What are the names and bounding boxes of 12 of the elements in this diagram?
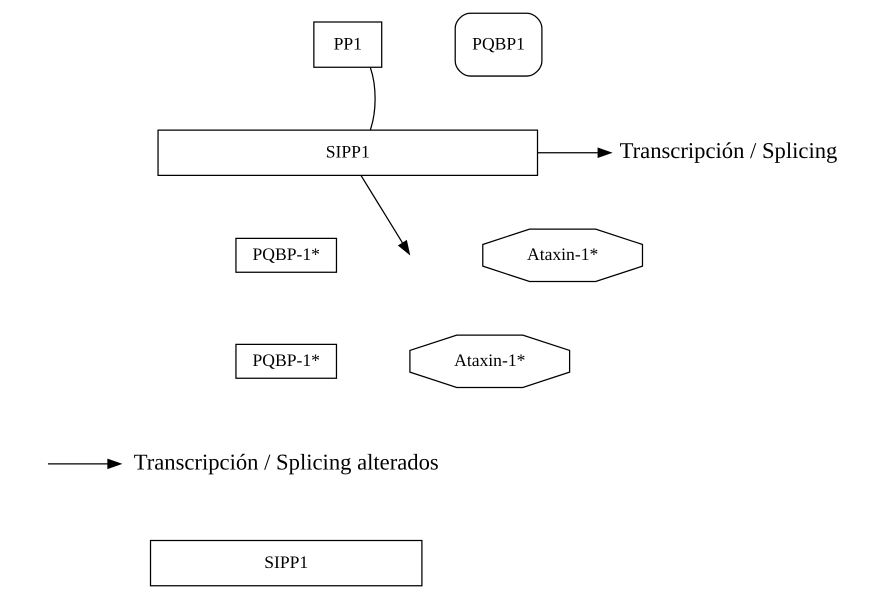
node-box: PQBP1 <box>454 12 542 77</box>
node-text: Transcripción / Splicing <box>619 138 837 164</box>
node-text: Transcripción / Splicing alterados <box>133 449 438 474</box>
arrow <box>537 147 612 158</box>
node-box: PQBP-1* <box>234 344 337 379</box>
node-box: PQBP-1* <box>234 238 337 273</box>
connector <box>369 68 376 130</box>
arrow <box>47 458 122 470</box>
arrow <box>360 175 410 256</box>
node-box: SIPP1 <box>149 540 422 586</box>
node-box: SIPP1 <box>156 129 538 176</box>
node-box: PP1 <box>312 21 382 68</box>
